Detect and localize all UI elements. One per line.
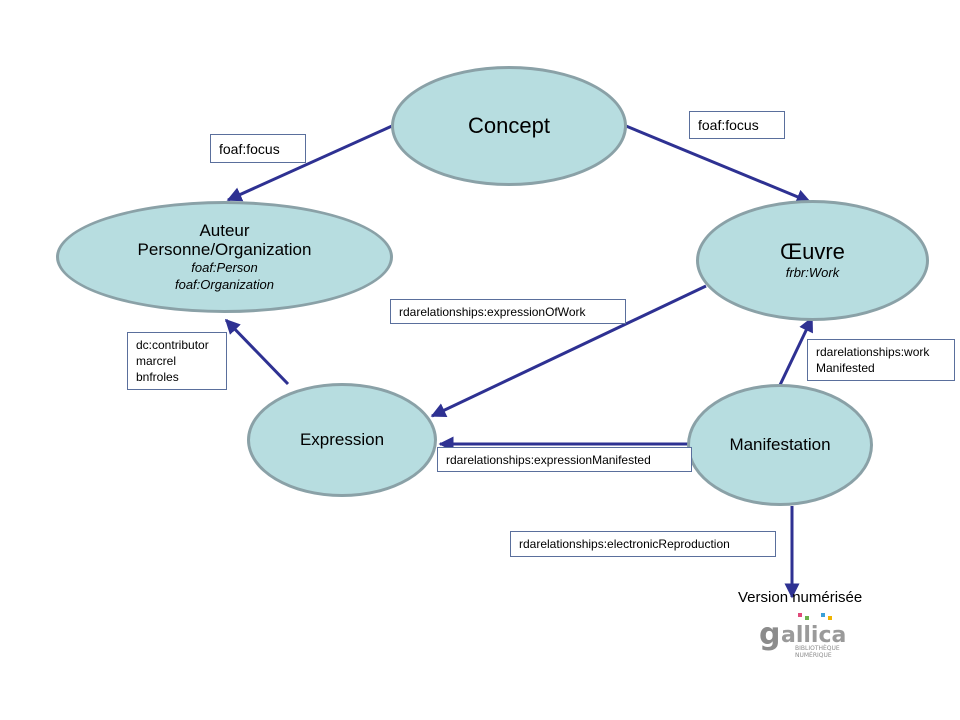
label-contributor: dc:contributor marcrel bnfroles	[127, 332, 227, 390]
label-expression-of-work: rdarelationships:expressionOfWork	[390, 299, 626, 324]
auteur-node: Auteur Personne/Organization foaf:Person…	[56, 201, 393, 313]
oeuvre-title: Œuvre	[780, 239, 845, 265]
label-electronic-reproduction: rdarelationships:electronicReproduction	[510, 531, 776, 557]
svg-text:g: g	[759, 617, 780, 652]
gallica-tagline-2: NUMÉRIQUE	[795, 651, 832, 659]
arrow-concept-to-oeuvre	[625, 124, 812, 204]
arrow-manifestation-to-oeuvre	[778, 316, 814, 386]
arrow-expression-to-auteur	[224, 318, 290, 386]
manifestation-title: Manifestation	[729, 435, 831, 455]
label-work-manifested: rdarelationships:work Manifested	[807, 339, 955, 381]
label-foaf-focus-right: foaf:focus	[689, 111, 785, 139]
label-expression-manifested: rdarelationships:expressionManifested	[437, 447, 692, 472]
label-contributor-line3: bnfroles	[136, 370, 179, 384]
label-foaf-focus-left: foaf:focus	[210, 134, 306, 163]
auteur-subtitle: Personne/Organization	[137, 240, 312, 260]
arrow-concept-to-auteur	[226, 124, 393, 202]
svg-text:allica: allica	[781, 623, 846, 648]
auteur-title: Auteur	[199, 220, 250, 240]
version-numerisee-caption: Version numérisée	[738, 589, 863, 606]
label-work-manifested-line2: Manifested	[816, 361, 875, 375]
concept-node: Concept	[391, 66, 627, 186]
label-contributor-line2: marcrel	[136, 354, 177, 368]
label-work-manifested-line1: rdarelationships:work	[816, 345, 930, 359]
oeuvre-class: frbr:Work	[785, 264, 840, 280]
auteur-class-person: foaf:Person	[191, 259, 258, 275]
oeuvre-node: Œuvre frbr:Work	[696, 200, 929, 321]
concept-title: Concept	[468, 113, 550, 139]
gallica-logo: g allica BIBLIOTHÈQUE NUMÉRIQUE	[759, 613, 846, 659]
manifestation-node: Manifestation	[687, 384, 873, 506]
arrow-oeuvre-to-expression	[430, 284, 707, 418]
auteur-class-organization: foaf:Organization	[174, 276, 274, 292]
label-contributor-line1: dc:contributor	[136, 338, 209, 352]
expression-title: Expression	[299, 430, 385, 450]
expression-node: Expression	[247, 383, 437, 497]
gallica-tagline-1: BIBLIOTHÈQUE	[795, 644, 840, 652]
